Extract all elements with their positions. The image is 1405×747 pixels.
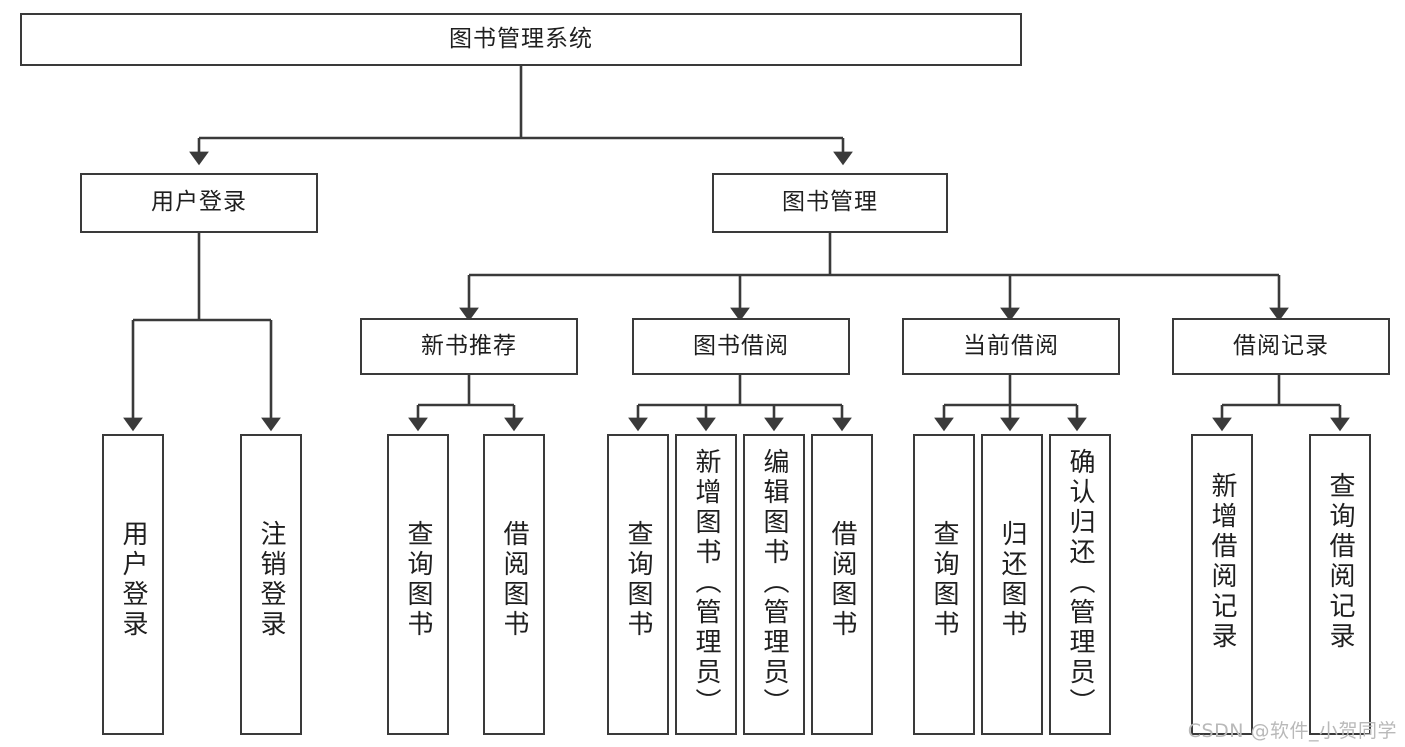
node-current-borrow[interactable]: 当前借阅 [902,318,1120,375]
node-book-borrow-label: 图书借阅 [693,332,789,359]
node-leaf-confirm-return[interactable]: 确认归还（管理员） [1049,434,1111,735]
node-root-label: 图书管理系统 [449,25,593,52]
node-leaf-add-book-label: 新增图书（管理员） [691,448,721,718]
node-borrow-record[interactable]: 借阅记录 [1172,318,1390,375]
node-leaf-add-book[interactable]: 新增图书（管理员） [675,434,737,735]
node-leaf-user-login[interactable]: 用户登录 [102,434,164,735]
node-leaf-edit-book[interactable]: 编辑图书（管理员） [743,434,805,735]
node-leaf-borrow-book-2-label: 借阅图书 [827,520,857,640]
node-borrow-record-label: 借阅记录 [1233,332,1329,359]
node-leaf-return-book[interactable]: 归还图书 [981,434,1043,735]
node-root[interactable]: 图书管理系统 [20,13,1022,66]
node-leaf-edit-book-label: 编辑图书（管理员） [759,448,789,718]
node-leaf-query-record[interactable]: 查询借阅记录 [1309,434,1371,735]
node-leaf-logout-label: 注销登录 [256,520,286,640]
node-leaf-borrow-book-2[interactable]: 借阅图书 [811,434,873,735]
node-leaf-add-record-label: 新增借阅记录 [1207,472,1237,652]
node-leaf-query-book-1[interactable]: 查询图书 [387,434,449,735]
node-leaf-query-book-3[interactable]: 查询图书 [913,434,975,735]
node-leaf-return-book-label: 归还图书 [997,520,1027,640]
node-leaf-query-book-1-label: 查询图书 [403,520,433,640]
node-user-login-label: 用户登录 [151,189,247,216]
node-leaf-user-login-label: 用户登录 [118,520,148,640]
node-leaf-confirm-return-label: 确认归还（管理员） [1065,448,1095,718]
node-leaf-query-record-label: 查询借阅记录 [1325,472,1355,652]
node-current-borrow-label: 当前借阅 [963,332,1059,359]
node-new-book-rec[interactable]: 新书推荐 [360,318,578,375]
node-leaf-query-book-2-label: 查询图书 [623,520,653,640]
node-leaf-logout[interactable]: 注销登录 [240,434,302,735]
node-leaf-borrow-book-1-label: 借阅图书 [499,520,529,640]
node-user-login[interactable]: 用户登录 [80,173,318,233]
watermark-text: CSDN @软件_小贺同学 [1187,720,1397,742]
node-leaf-borrow-book-1[interactable]: 借阅图书 [483,434,545,735]
node-book-borrow[interactable]: 图书借阅 [632,318,850,375]
node-book-manage[interactable]: 图书管理 [712,173,948,233]
node-new-book-rec-label: 新书推荐 [421,332,517,359]
node-leaf-add-record[interactable]: 新增借阅记录 [1191,434,1253,735]
node-book-manage-label: 图书管理 [782,189,878,216]
node-leaf-query-book-2[interactable]: 查询图书 [607,434,669,735]
node-leaf-query-book-3-label: 查询图书 [929,520,959,640]
